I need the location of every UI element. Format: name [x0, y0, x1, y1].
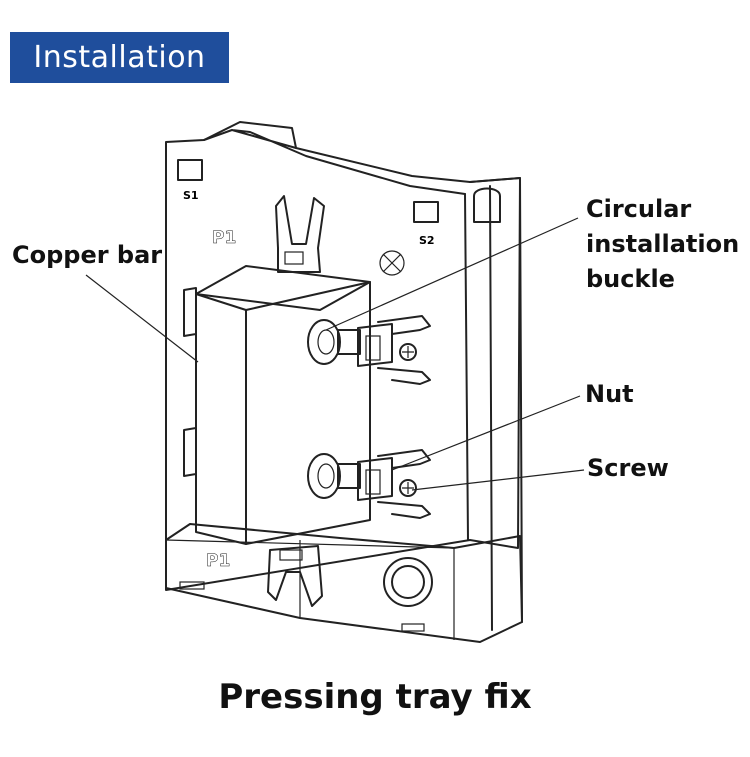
copper-bar-front-face [245, 281, 371, 545]
label-buckle-line-2: installation [586, 230, 740, 258]
copper-bar-side-face [195, 293, 247, 545]
buckle-lower [307, 449, 431, 519]
top-clip [275, 195, 325, 273]
leader-nut [391, 395, 581, 471]
housing-top-ridge [203, 129, 466, 195]
slot-s2 [413, 201, 439, 223]
label-copper-bar: Copper bar [12, 241, 163, 269]
marking-s2: S2 [419, 234, 435, 247]
figure-caption: Pressing tray fix [218, 677, 532, 717]
leader-screw [411, 469, 585, 491]
housing-front [165, 121, 521, 591]
label-buckle-line-3: buckle [586, 265, 675, 293]
label-nut: Nut [585, 380, 634, 408]
marking-p1-top: P1 [212, 228, 236, 248]
leader-copper-bar [85, 274, 199, 363]
label-screw: Screw [587, 454, 669, 482]
leader-buckle [325, 217, 579, 331]
housing-right-side [464, 177, 523, 631]
slot-s1 [177, 159, 203, 181]
section-title: Installation [10, 32, 229, 83]
tray-button [383, 557, 433, 607]
cross-mark [379, 250, 405, 276]
bottom-clip [267, 545, 323, 607]
label-buckle-line-1: Circular [586, 195, 692, 223]
marking-p1-bottom: P1 [206, 551, 230, 571]
lower-tray [165, 523, 523, 643]
marking-s1: S1 [183, 189, 199, 202]
